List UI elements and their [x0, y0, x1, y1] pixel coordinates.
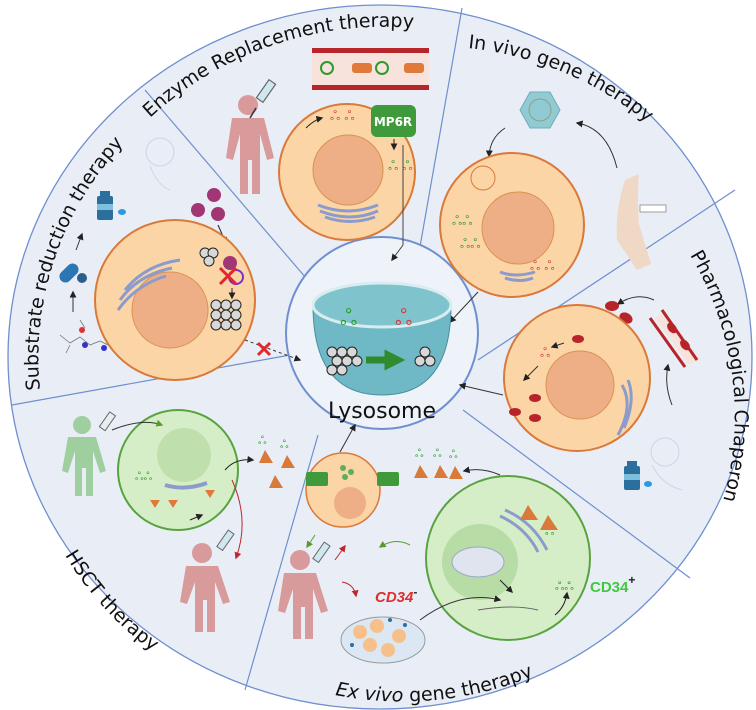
- enzyme-glyph: ஃஃ: [452, 214, 472, 229]
- mp6r-label: MP6R: [374, 115, 412, 129]
- cell-in-vivo: ஃஃ ஃஃ ஃ ஃ: [439, 152, 585, 298]
- substrate-glyph: ஃ: [540, 346, 550, 361]
- cd34-negative-label: CD34-: [375, 585, 417, 606]
- svg-text:ஃ: ஃ: [449, 448, 458, 461]
- arrow-up: [663, 363, 673, 406]
- cell-ert: ஃ ஃ ஃ ஃ MP6R: [278, 103, 416, 241]
- arrow-ex-vivo-to-lysosome: [339, 423, 356, 453]
- cell-target-ex-vivo: [305, 452, 399, 528]
- molecule-structure-icon: [59, 319, 123, 354]
- petri-dish-icon: [340, 616, 426, 664]
- person-head-icon: [650, 437, 683, 491]
- viral-vector-icon: [519, 91, 561, 129]
- accumulated-substrate: [326, 346, 363, 376]
- enzyme-glyph: ஃ: [340, 306, 357, 331]
- block-cross-icon: [256, 341, 272, 357]
- syringe-icon: [249, 78, 277, 119]
- arrow-ert-to-lysosome: [391, 145, 404, 262]
- block-cross-icon: [218, 266, 238, 286]
- donor-figure-icon: [62, 416, 106, 496]
- svg-text:ஃ: ஃ: [433, 447, 442, 460]
- arrow-to-cell: [485, 127, 506, 158]
- blood-vessel-icon: [648, 309, 700, 368]
- divider-hsct-srt: [11, 354, 291, 406]
- svg-text:ஃ: ஃ: [280, 438, 289, 451]
- cd34-positive-label: CD34+: [590, 573, 635, 596]
- svg-text:ஃ: ஃ: [545, 524, 555, 538]
- substrate-molecules: [191, 188, 225, 221]
- substrate-glyph: ஃ ஃ: [530, 259, 555, 274]
- blocked-arrow-to-lysosome: [244, 339, 302, 362]
- stem-cell-cd34pos: ஃஃ ஃ: [425, 475, 591, 641]
- patient-figure-icon: [278, 550, 328, 639]
- substrate-glyph: ஃ ஃ: [330, 109, 355, 124]
- divider-pc-evg: [462, 409, 691, 579]
- divider-evg-hsct: [244, 434, 319, 691]
- patient-figure-icon: [180, 543, 230, 632]
- substrate-glyph: ஃ: [395, 306, 412, 331]
- syringe-icon: [312, 541, 331, 564]
- segment-dividers: [11, 7, 736, 691]
- person-head-icon: [145, 137, 175, 191]
- arm-icon: [616, 174, 651, 270]
- medicine-bottle-icon: [624, 461, 652, 490]
- svg-text:ஃஃ: ஃஃ: [555, 579, 574, 593]
- lysosome: ஃ ஃ Lysosome: [311, 281, 453, 424]
- lysosome-label: Lysosome: [328, 399, 436, 424]
- cell-chaperon: ஃ: [503, 304, 651, 452]
- svg-text:ஃஃ: ஃஃ: [135, 470, 153, 483]
- divider-ert-ivg: [417, 7, 463, 259]
- secreted-enzymes: ஃ ஃ: [258, 434, 295, 488]
- arrow-in-vivo-to-lysosome: [449, 291, 479, 324]
- svg-text:ஃ: ஃ: [415, 447, 424, 460]
- lysosome-bowl: [312, 304, 452, 396]
- syringe-icon: [98, 411, 117, 432]
- patient-figure-icon: [226, 95, 274, 194]
- syringe-icon: [639, 204, 667, 213]
- divider-srt-ert: [144, 89, 319, 293]
- cell-substrate-reduction: [94, 219, 256, 381]
- enzyme-glyph: ஃஃ: [460, 237, 480, 252]
- lysosome-rim: [311, 281, 453, 329]
- receptor-icon: [306, 472, 328, 486]
- mp6r-receptor: [371, 105, 416, 137]
- capsule-pill-icon: [59, 263, 87, 283]
- stem-cell-hsct: ஃஃ: [117, 409, 239, 531]
- degraded-substrate: [414, 346, 436, 367]
- arrow-vector: [575, 120, 618, 169]
- svg-text:ஃ: ஃ: [258, 434, 267, 447]
- receptor-icon: [377, 472, 399, 486]
- blood-vessel-icon: [312, 48, 429, 90]
- arrow-chaperon-to-lysosome: [458, 382, 504, 396]
- arrow-left: [616, 296, 655, 305]
- syringe-icon: [216, 529, 235, 552]
- enzyme-glyph: ஃ ஃ: [388, 159, 413, 174]
- medicine-bottle-icon: [97, 191, 126, 220]
- secreted-enzymes: ஃ ஃ ஃ: [414, 447, 463, 479]
